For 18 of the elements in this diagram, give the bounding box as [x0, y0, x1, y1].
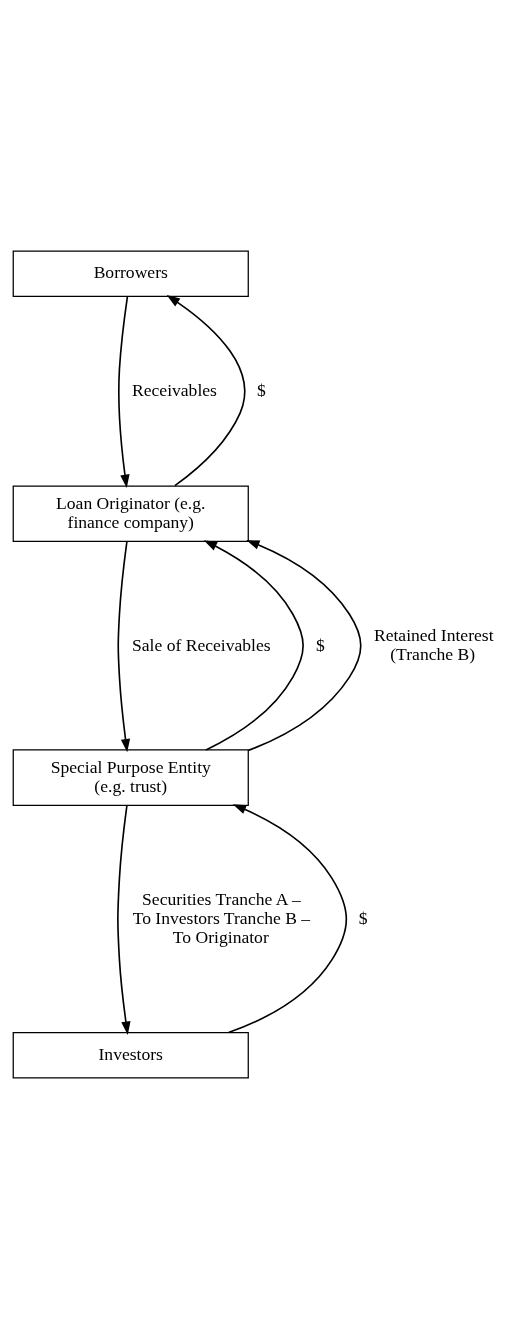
node-box: Borrowers [12, 249, 249, 297]
arrow [227, 803, 348, 1033]
node-box: Loan Originator (e.g. finance company) [12, 484, 249, 542]
edge-label: $ [358, 907, 368, 928]
edge-label: $ [316, 634, 325, 655]
arrow [246, 539, 362, 751]
arrow [166, 294, 246, 486]
arrow [117, 804, 131, 1035]
edge-label: Receivables [132, 379, 217, 400]
edge-label: Sale of Receivables [132, 634, 271, 655]
edge-label: $ [257, 379, 266, 400]
node-box: Special Purpose Entity (e.g. trust) [12, 748, 249, 806]
arrow [117, 540, 131, 752]
node-box: Investors [12, 1031, 249, 1079]
arrow [118, 295, 130, 488]
edge-label: Retained Interest (Tranche B) [373, 624, 494, 664]
edge-label: Securities Tranche A – To Investors Tranche B – To Originator [132, 888, 311, 947]
arrow [203, 539, 304, 751]
